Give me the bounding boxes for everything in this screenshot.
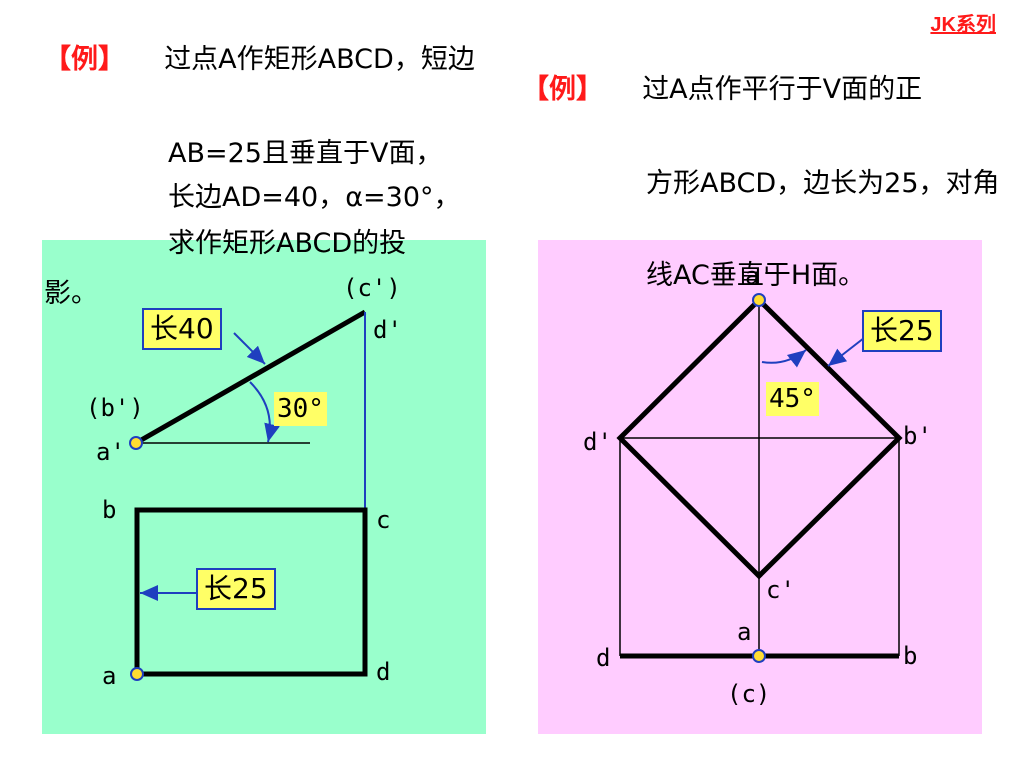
label-d-left: d (376, 658, 390, 686)
length-25-pointer-right (827, 337, 865, 367)
left-problem-tag: 【例】 (44, 44, 125, 75)
angle-45-label: 45° (766, 382, 819, 416)
right-problem-text-1: 过A点作平行于V面的正 (642, 74, 923, 105)
point-a-prime-right (752, 293, 766, 307)
right-problem-tag: 【例】 (522, 74, 603, 105)
label-b-prime-paren: (b') (86, 394, 144, 422)
label-c-prime-right: c' (766, 576, 795, 604)
label-d-prime-right: d' (583, 428, 612, 456)
angle-30-arc (249, 381, 280, 443)
series-label: JK系列 (930, 14, 996, 36)
label-b-left: b (102, 496, 116, 524)
label-a-right: a (737, 618, 751, 646)
right-problem-line3: 线AC垂直于H面。 (646, 260, 866, 291)
rectangle-abcd-plan (134, 507, 368, 677)
length-40-label: 长40 (142, 308, 222, 350)
angle-30-label: 30° (274, 392, 327, 426)
left-problem-line2: AB=25且垂直于V面， (168, 138, 443, 169)
length-25-label-right: 长25 (862, 310, 942, 352)
length-25-label-left: 长25 (196, 568, 276, 610)
left-problem-line3: 长边AD=40，α=30°， (168, 182, 461, 213)
right-problem-line2: 方形ABCD，边长为25，对角 (646, 168, 1000, 199)
label-b-right: b (903, 642, 917, 670)
label-c-paren: (c) (727, 680, 770, 708)
point-a (130, 667, 144, 681)
left-problem-line4: 求作矩形ABCD的投 (168, 228, 407, 259)
label-c-left: c (376, 506, 390, 534)
line-a-prime-d-prime (134, 309, 367, 446)
label-a-prime-right: a' (745, 262, 774, 290)
label-a-prime-left: a' (96, 438, 125, 466)
angle-45-arc (761, 349, 807, 368)
label-b-prime-right: b' (903, 422, 932, 450)
label-c-prime-paren: (c') (343, 274, 401, 302)
left-figure-panel (42, 240, 486, 734)
label-a-left: a (102, 662, 116, 690)
right-problem-line1: 【例】 过A点作平行于V面的正 (522, 68, 922, 112)
length-40-pointer (233, 332, 266, 365)
point-a-prime (129, 436, 143, 450)
left-problem-line5: 影。 (44, 278, 98, 309)
point-a-right (752, 649, 766, 663)
label-d-right: d (596, 644, 610, 672)
left-problem-line1: 【例】 过点A作矩形ABCD，短边 (44, 38, 475, 82)
label-d-prime-left: d' (373, 316, 402, 344)
left-problem-text-1: 过点A作矩形ABCD，短边 (164, 44, 475, 75)
